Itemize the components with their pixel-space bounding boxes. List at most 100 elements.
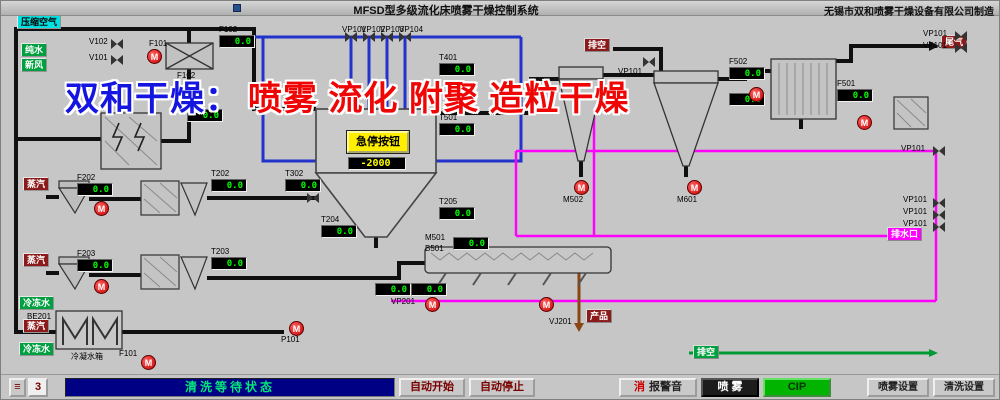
fluid-bed — [424, 246, 612, 286]
pump-icon[interactable]: M — [749, 87, 764, 102]
equipment-label-冷凝水箱: 冷凝水箱 — [71, 352, 103, 361]
equipment-label-VP101: VP101 — [903, 195, 928, 204]
display-value: 0.0 — [729, 67, 765, 80]
window-title: MFSD型多级流化床喷雾干燥控制系统 — [353, 5, 539, 17]
equipment-label-VP101: VP101 — [342, 25, 367, 34]
mute-alarm-button[interactable]: 消报警音 — [619, 378, 697, 397]
display-value: 0.0 — [439, 63, 475, 76]
spray-button[interactable]: 喷 雾 — [701, 378, 759, 397]
cyclone-1 — [558, 66, 604, 162]
manufacturer-label: 无锡市双和喷雾干燥设备有限公司制造 — [824, 7, 994, 18]
equipment-label-产品: 产品 — [586, 309, 613, 323]
display-value: 0.0 — [439, 207, 475, 220]
pump-icon[interactable]: M — [687, 180, 702, 195]
equipment-label-B501: B501 — [425, 244, 444, 253]
valve-icon[interactable] — [307, 193, 319, 203]
valve-icon[interactable] — [111, 55, 123, 65]
pipes-cip — [391, 101, 938, 303]
equipment-label-V102: V102 — [89, 37, 108, 46]
display-value: 0.0 — [77, 183, 113, 196]
source-label-蒸汽: 蒸汽 — [23, 319, 50, 333]
equipment-label-F101: F101 — [119, 349, 138, 358]
pump-icon[interactable]: M — [289, 321, 304, 336]
display-value: 0.0 — [411, 283, 447, 296]
valve-icon[interactable] — [955, 43, 967, 53]
pump-icon[interactable]: M — [94, 279, 109, 294]
watermark: 双和干燥：喷雾 流化 附聚 造粒干燥 — [65, 71, 629, 120]
tailgas-arrow — [929, 41, 939, 51]
exhaust-arrow — [929, 349, 938, 357]
mute-icon: 消 — [634, 381, 645, 393]
valve-icon[interactable] — [933, 210, 945, 220]
page-number-button[interactable]: 3 — [28, 378, 48, 397]
display-value: 0.0 — [211, 257, 247, 270]
valve-icon[interactable] — [363, 32, 375, 42]
valve-icon[interactable] — [643, 57, 655, 67]
valve-icon[interactable] — [399, 32, 411, 42]
filter-unit-2 — [140, 254, 208, 291]
display-label: F501 — [837, 79, 856, 88]
valve-icon[interactable] — [381, 32, 393, 42]
pump-icon[interactable]: M — [94, 201, 109, 216]
equipment-label-VP201: VP201 — [391, 297, 416, 306]
equipment-label-F101: F101 — [149, 39, 168, 48]
pump-icon[interactable]: M — [539, 297, 554, 312]
equipment-label-VP101: VP101 — [923, 29, 948, 38]
valve-icon[interactable] — [933, 198, 945, 208]
pump-icon[interactable]: M — [857, 115, 872, 130]
status-text: 清洗等待状态 — [184, 380, 275, 394]
pump-icon[interactable]: M — [147, 49, 162, 64]
display-value: -2000 — [348, 157, 406, 170]
display-label: T302 — [285, 169, 304, 178]
source-label-蒸汽: 蒸汽 — [23, 177, 50, 191]
equipment-label-VP103: VP103 — [380, 25, 405, 34]
pump-icon[interactable]: M — [574, 180, 589, 195]
nav-menu-button[interactable]: ≡ — [9, 378, 26, 397]
display-value: 0.0 — [411, 283, 447, 296]
valve-icon[interactable] — [933, 146, 945, 156]
title-bar: MFSD型多级流化床喷雾干燥控制系统 无锡市双和喷雾干燥设备有限公司制造 — [1, 1, 999, 18]
heater — [165, 42, 214, 70]
equipment-label-VP101: VP101 — [923, 41, 948, 50]
source-label-压缩空气: 压缩空气 — [17, 15, 62, 29]
auto-start-button[interactable]: 自动开始 — [399, 378, 465, 397]
spray-settings-button[interactable]: 喷雾设置 — [867, 378, 929, 397]
valve-icon[interactable] — [955, 31, 967, 41]
display-value: 0.0 — [453, 237, 489, 250]
display-label: T202 — [211, 169, 230, 178]
display-value: 0.0 — [211, 179, 247, 192]
clean-settings-button[interactable]: 清洗设置 — [933, 378, 995, 397]
outlet-filter — [893, 96, 929, 130]
display-value: 0.0 — [77, 259, 113, 272]
valve-icon[interactable] — [111, 39, 123, 49]
auto-stop-button[interactable]: 自动停止 — [469, 378, 535, 397]
display-value: 0.0 — [321, 225, 357, 238]
display-label: T204 — [321, 215, 340, 224]
valve-icon[interactable] — [933, 222, 945, 232]
equipment-label-排水口: 排水口 — [887, 227, 923, 241]
cip-button[interactable]: CIP — [763, 378, 831, 397]
emergency-stop-button[interactable]: 急停按钮 — [346, 130, 410, 154]
source-label-蒸汽: 蒸汽 — [23, 253, 50, 267]
condensate-unit — [55, 310, 123, 350]
equipment-label-VP102: VP102 — [361, 25, 386, 34]
display-value: 0.0 — [453, 237, 489, 250]
pump-icon[interactable]: M — [141, 355, 156, 370]
display-label: T501 — [439, 113, 458, 122]
equipment-label-VJ201: VJ201 — [549, 317, 572, 326]
valve-icon[interactable] — [345, 32, 357, 42]
equipment-label-BE201: BE201 — [27, 312, 52, 321]
cyclone-2 — [653, 70, 719, 167]
equipment-label-VP101: VP101 — [618, 67, 643, 76]
pump-icon[interactable]: M — [425, 297, 440, 312]
